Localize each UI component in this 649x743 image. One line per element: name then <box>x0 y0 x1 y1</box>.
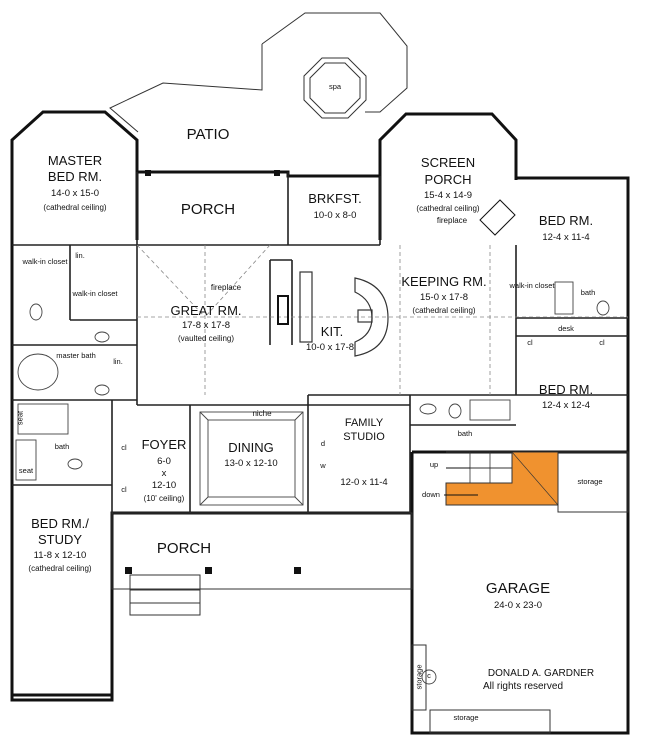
bed-study-name-1: BED RM./ <box>31 516 89 531</box>
cl-2: cl <box>599 338 605 347</box>
spa-deck <box>109 12 408 133</box>
foyer-dim-1: 6-0 <box>157 456 171 467</box>
great-rm-fireplace: fireplace <box>210 283 242 292</box>
master-bed-dims: 14-0 x 15-0 <box>50 188 100 199</box>
bed-rm-1-dims: 12-4 x 11-4 <box>542 232 590 243</box>
screen-porch-note: (cathedral ceiling) <box>416 204 480 213</box>
bed-study-dims: 11-8 x 12-10 <box>33 550 87 561</box>
copyright-mark: c <box>427 671 431 680</box>
front-porch-label: PORCH <box>156 540 212 557</box>
bed-rm-2-name: BED RM. <box>538 382 594 397</box>
storage-3: storage <box>453 713 479 722</box>
foyer-dim-3: 12-10 <box>151 480 177 491</box>
cl-3: cl <box>121 443 127 452</box>
rear-porch-label: PORCH <box>180 201 236 218</box>
keeping-rm-name: KEEPING RM. <box>401 274 487 289</box>
bath-1: bath <box>54 442 70 451</box>
dining-niche: niche <box>252 409 272 418</box>
garage-dims: 24-0 x 23-0 <box>493 600 543 611</box>
cl-4: cl <box>121 485 127 494</box>
family-studio-name-1: FAMILY <box>344 417 384 429</box>
stair-up-label: up <box>429 460 439 469</box>
cl-1: cl <box>527 338 533 347</box>
walk-in-closet-3: walk-in closet <box>509 281 555 290</box>
fireplaces <box>277 199 516 325</box>
master-bed-name-2: BED RM. <box>47 169 103 184</box>
patio-label: PATIO <box>186 126 230 143</box>
screen-porch-fireplace: fireplace <box>436 216 468 225</box>
dryer-label: d <box>320 439 326 448</box>
master-bath-label: master bath <box>56 351 96 360</box>
designer-credit: DONALD A. GARDNER <box>487 668 595 679</box>
walk-in-closet-2: walk-in closet <box>72 289 118 298</box>
dining-dims: 13-0 x 12-10 <box>224 458 278 469</box>
rights-notice: All rights reserved <box>482 681 564 692</box>
bed-study-name-2: STUDY <box>37 532 83 547</box>
desk-label: desk <box>558 324 574 333</box>
bath-2: bath <box>580 288 596 297</box>
foyer-note: (10' ceiling) <box>143 494 185 503</box>
porch-columns <box>125 170 301 574</box>
bed-study-note: (cathedral ceiling) <box>28 564 92 573</box>
lin-1: lin. <box>75 251 85 260</box>
kit-name: KIT. <box>320 324 344 339</box>
seat-2: seat <box>18 466 34 475</box>
stairs <box>444 451 559 506</box>
seat-1: seat <box>15 410 25 426</box>
foyer-dim-2: x <box>161 468 167 479</box>
bed-rm-2-dims: 12-4 x 12-4 <box>541 400 591 411</box>
bed-rm-1-name: BED RM. <box>538 213 594 228</box>
ceiling-lines <box>136 244 628 395</box>
great-rm-note: (vaulted ceiling) <box>177 334 235 343</box>
keeping-rm-dims: 15-0 x 17-8 <box>419 292 469 303</box>
kit-dims: 10-0 x 17-8 <box>305 342 355 353</box>
stair-down-label: down <box>422 490 440 499</box>
bath-fixtures <box>15 281 610 685</box>
spa-label: spa <box>328 82 342 91</box>
storage-2: storage <box>414 664 424 690</box>
great-rm-dims: 17-8 x 17-8 <box>181 320 231 331</box>
great-rm-name: GREAT RM. <box>170 303 242 318</box>
family-studio-name-2: STUDIO <box>343 431 385 443</box>
master-bed-name-1: MASTER <box>47 153 103 168</box>
front-porch <box>111 512 413 616</box>
family-studio-dims: 12-0 x 11-4 <box>340 477 388 488</box>
brkfst-name: BRKFST. <box>308 191 362 206</box>
storage-1: storage <box>577 477 603 486</box>
bath-3: bath <box>457 429 473 438</box>
kitchen-island <box>299 271 389 357</box>
screen-porch-name-2: PORCH <box>424 172 472 187</box>
dining-name: DINING <box>228 440 274 455</box>
dining-ceiling <box>199 411 304 506</box>
walk-in-closet-1: walk-in closet <box>22 257 68 266</box>
master-bed-note: (cathedral ceiling) <box>43 203 107 212</box>
spa-octagon <box>303 57 367 119</box>
keeping-rm-note: (cathedral ceiling) <box>412 306 476 315</box>
lin-2: lin. <box>113 357 123 366</box>
garage-name: GARAGE <box>485 580 551 597</box>
screen-porch-name-1: SCREEN <box>420 155 476 170</box>
foyer-name: FOYER <box>141 437 187 452</box>
interior-walls <box>12 172 628 513</box>
screen-porch-dims: 15-4 x 14-9 <box>423 190 473 201</box>
brkfst-dims: 10-0 x 8-0 <box>313 210 357 221</box>
garage-storage <box>411 451 629 734</box>
washer-label: w <box>320 461 326 470</box>
